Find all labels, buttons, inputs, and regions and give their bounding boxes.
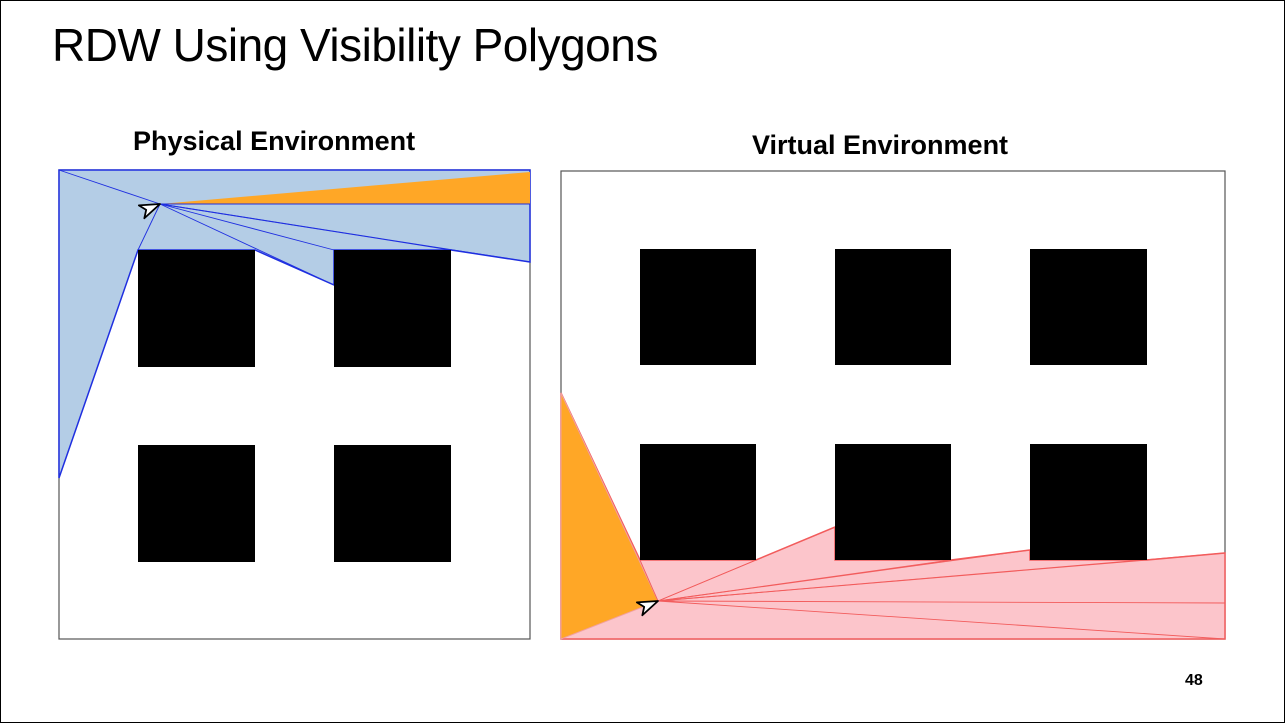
physical-ray [58,169,161,205]
physical-highlight-wedge [160,172,530,204]
virtual-highlight-wedge [560,392,659,640]
virtual-ray [657,552,1226,602]
virtual-ray [657,549,1031,602]
virtual-ray [657,526,836,602]
virtual-ray [657,600,1226,604]
virtual-obstacle [640,444,756,560]
physical-environment-panel [58,169,531,640]
virtual-ray-lines [639,526,1226,640]
physical-obstacle [138,250,255,367]
virtual-ray [639,559,659,602]
virtual-obstacle [1030,444,1147,560]
physical-obstacle [334,250,451,367]
physical-ray-lines [58,169,531,286]
slide-number: 48 [1185,672,1203,689]
physical-ray [159,203,335,286]
virtual-environment-heading: Virtual Environment [752,130,1009,160]
physical-ray [159,203,335,251]
virtual-environment-panel [560,170,1226,640]
cursor-arrow-icon [137,203,161,220]
slide-title: RDW Using Visibility Polygons [52,19,658,71]
virtual-obstacle [640,249,756,365]
cursor-arrow-icon [635,600,659,617]
physical-obstacle [138,445,255,562]
virtual-obstacle [835,444,951,560]
virtual-ray [657,600,1226,640]
virtual-obstacle [835,249,951,365]
physical-obstacle [334,445,451,562]
physical-ray [159,203,452,251]
physical-ray [137,203,161,251]
virtual-obstacle [1030,249,1147,365]
physical-environment-heading: Physical Environment [133,126,416,156]
